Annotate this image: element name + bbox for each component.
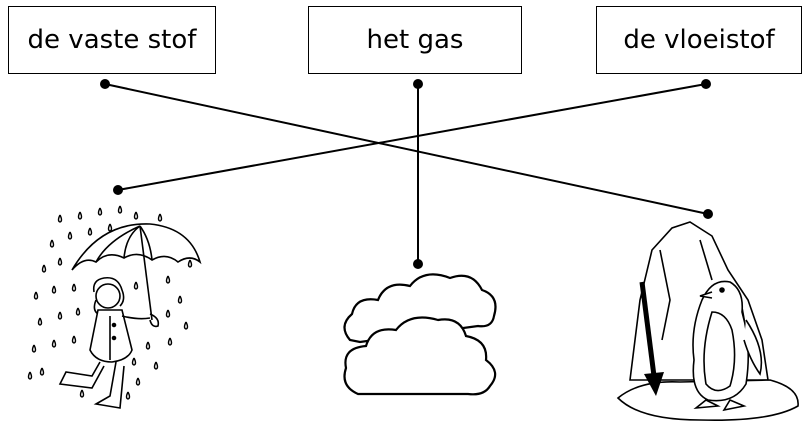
cloud-picture — [343, 273, 497, 396]
dot-rain — [113, 185, 123, 195]
connector-liquid-to-rain — [117, 83, 707, 191]
rain-girl-picture — [27, 205, 202, 409]
label-solid: de vaste stof — [27, 25, 197, 55]
dot-solid — [100, 79, 110, 89]
label-liquid: de vloeistof — [623, 25, 775, 55]
dot-penguin — [703, 209, 713, 219]
penguin-iceberg-picture — [616, 221, 799, 422]
label-box-gas: het gas — [308, 6, 522, 74]
down-arrow-icon — [639, 281, 664, 396]
label-gas: het gas — [366, 25, 464, 55]
connector-solid-to-penguin — [104, 83, 709, 215]
label-box-liquid: de vloeistof — [596, 6, 802, 74]
dot-liquid — [701, 79, 711, 89]
label-box-solid: de vaste stof — [8, 6, 216, 74]
dot-cloud — [413, 259, 423, 269]
dot-gas — [413, 79, 423, 89]
